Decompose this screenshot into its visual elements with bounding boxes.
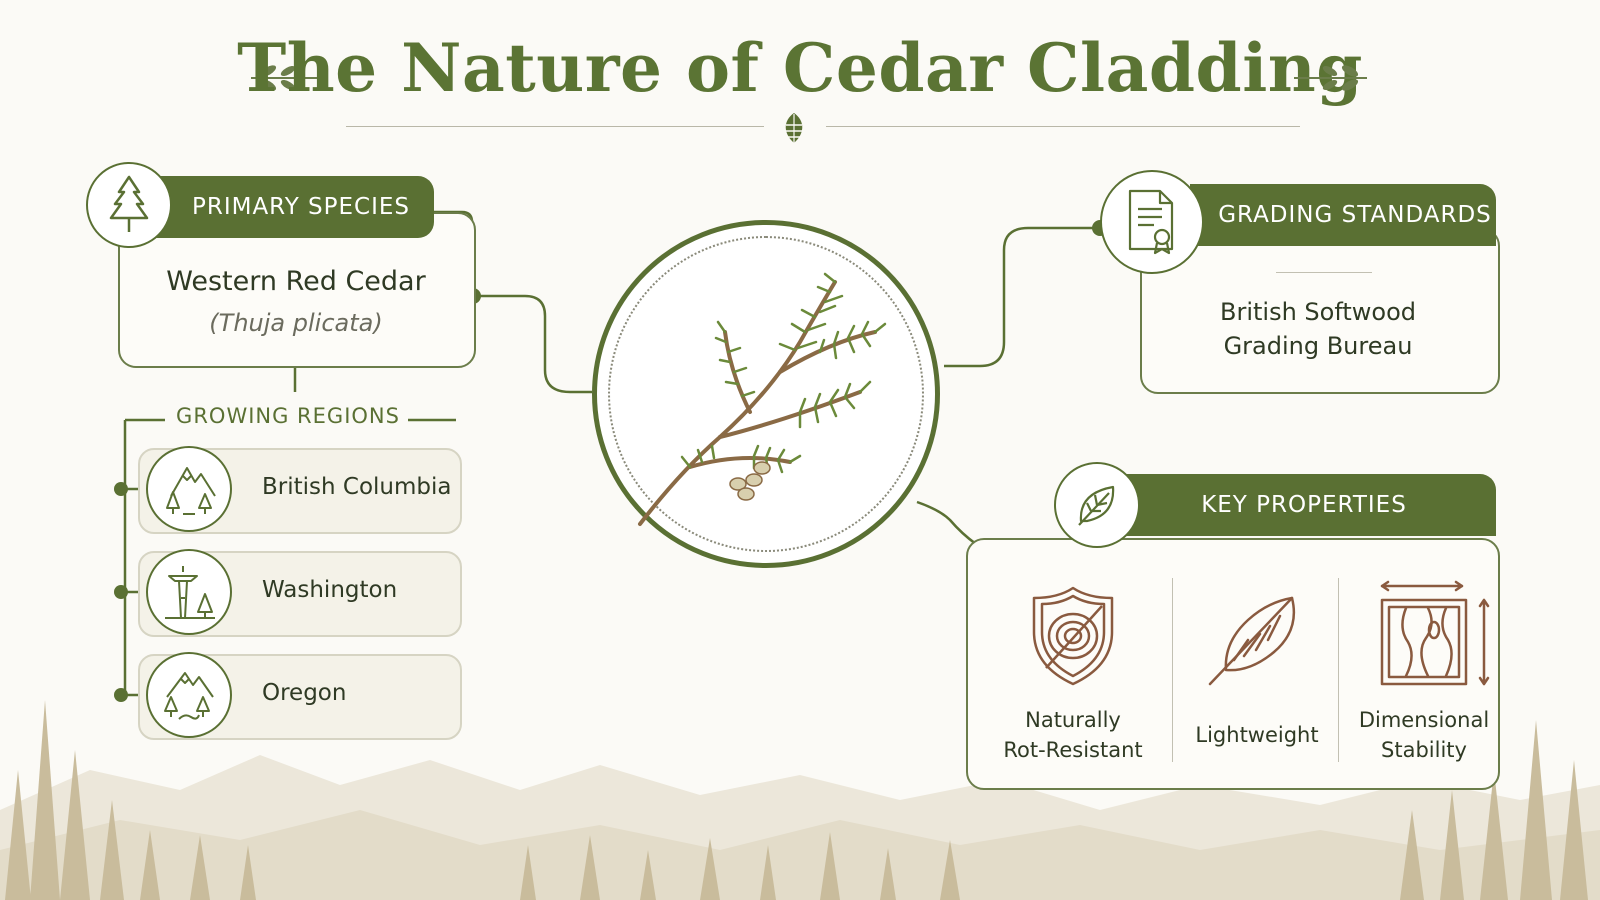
property-label-rot-resistant-1: Naturally [1025,708,1121,732]
page-title: The Nature of Cedar Cladding [237,29,1363,107]
grading-standards-heading: GRADING STANDARDS [1218,202,1492,228]
title-divider-left [346,126,764,127]
property-label-dimensional-2: Stability [1381,738,1467,762]
key-properties-heading: KEY PROPERTIES [1201,492,1407,518]
growing-regions-heading: GROWING REGIONS [176,404,400,428]
cedar-branch-icon [638,272,887,526]
wood-grain-frame-icon [1380,580,1490,686]
region-label-oregon: Oregon [262,680,347,706]
species-latin-name: (Thuja plicata) [209,309,383,337]
left-sprig-icon [251,65,324,91]
mountains-forest-icon [166,467,216,515]
grading-line-1: British Softwood [1219,298,1416,326]
properties-divider-1 [1172,578,1173,762]
pine-tree-icon [109,175,149,232]
shield-wood-icon [1032,586,1114,686]
property-label-dimensional-1: Dimensional [1358,708,1490,732]
key-properties-banner: KEY PROPERTIES [1092,474,1496,536]
region-icon-circle-3 [146,652,232,738]
landscape-background [0,700,1600,900]
property-label-lightweight: Lightweight [1195,723,1319,747]
pinecone-icon [785,113,803,143]
center-medallion-inner-ring [608,236,924,552]
grading-icon-circle [1100,170,1204,274]
region-icon-circle-2 [146,549,232,635]
mountains-river-icon [164,672,214,720]
feather-icon [1208,596,1296,686]
primary-species-heading: PRIMARY SPECIES [191,194,411,220]
grading-divider [1276,272,1372,273]
right-sprig-icon [1294,65,1367,91]
region-icon-circle-1 [146,446,232,532]
grading-standards-banner: GRADING STANDARDS [1190,184,1496,246]
primary-species-icon-circle [86,162,172,248]
key-properties-icon-circle [1054,462,1140,548]
region-label-british-columbia: British Columbia [262,474,452,500]
space-needle-icon [165,566,215,619]
title-divider-right [826,126,1300,127]
species-name: Western Red Cedar [166,266,426,297]
grading-line-2: Grading Bureau [1223,332,1413,360]
property-label-rot-resistant-2: Rot-Resistant [1003,738,1143,762]
region-label-washington: Washington [262,577,398,603]
grading-standards-card [1140,228,1500,394]
leaf-icon [1078,485,1115,526]
properties-divider-2 [1338,578,1339,762]
primary-species-banner: PRIMARY SPECIES [128,176,434,238]
certificate-document-icon [1128,189,1174,255]
